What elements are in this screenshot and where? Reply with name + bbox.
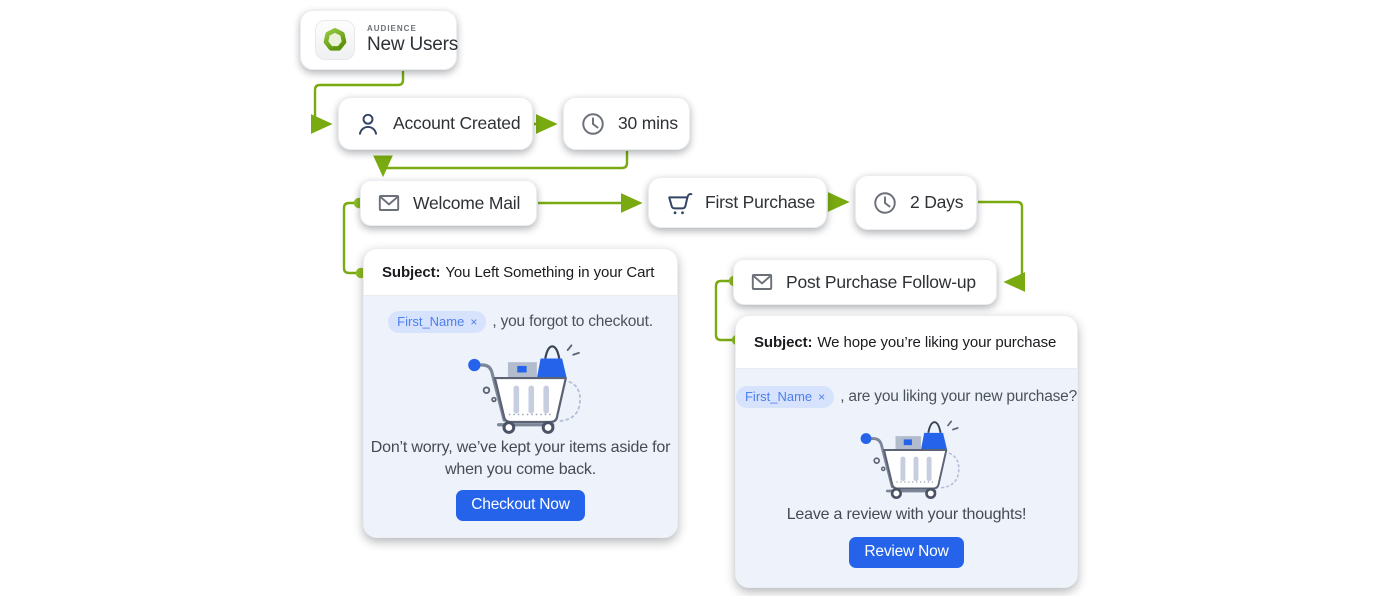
- merge-tag-chip[interactable]: First_Name ×: [736, 386, 835, 408]
- node-account-created[interactable]: Account Created: [338, 97, 533, 150]
- audience-type-label: AUDIENCE: [367, 24, 417, 34]
- email-body-text: Leave a review with your thoughts!: [786, 506, 1027, 523]
- node-first-purchase[interactable]: First Purchase: [648, 177, 827, 228]
- email-body: First_Name × , are you liking your new p…: [736, 369, 1077, 587]
- node-welcome-mail[interactable]: Welcome Mail: [360, 180, 537, 226]
- shopping-cart-illustration: [452, 337, 590, 435]
- node-label: 30 mins: [618, 113, 678, 133]
- greeting-text: , you forgot to checkout.: [492, 313, 653, 330]
- merge-tag-text: First_Name: [397, 314, 465, 329]
- audience-heptagon-icon: [315, 20, 355, 60]
- envelope-icon: [377, 191, 401, 215]
- envelope-icon: [750, 270, 774, 294]
- merge-tag-text: First_Name: [744, 389, 813, 404]
- greeting-text: , are you liking your new purchase?: [840, 388, 1078, 405]
- clock-icon: [580, 111, 606, 137]
- remove-tag-icon[interactable]: ×: [818, 389, 826, 404]
- subject-text: You Left Something in your Cart: [445, 263, 655, 281]
- node-wait-2-days[interactable]: 2 Days: [855, 175, 977, 230]
- audience-title: New Users: [367, 33, 459, 55]
- node-post-purchase-follow-up[interactable]: Post Purchase Follow-up: [733, 259, 997, 305]
- cart-icon: [665, 189, 693, 217]
- shopping-cart-illustration: [847, 414, 967, 500]
- merge-tag-chip[interactable]: First_Name ×: [388, 311, 487, 333]
- user-icon: [355, 111, 381, 137]
- email-body: First_Name × , you forgot to checkout.: [364, 296, 677, 537]
- email-subject-bar: Subject: We hope you’re liking your purc…: [736, 316, 1077, 369]
- node-audience-new-users[interactable]: AUDIENCE New Users: [300, 10, 459, 70]
- email-card-cart-abandon: Subject: You Left Something in your Cart…: [363, 248, 678, 538]
- email-body-text: Don’t worry, we’ve kept your items aside…: [370, 439, 671, 478]
- node-label: 2 Days: [910, 192, 964, 212]
- email-card-post-purchase: Subject: We hope you’re liking your purc…: [735, 315, 1078, 588]
- remove-tag-icon[interactable]: ×: [470, 314, 478, 329]
- node-label: Welcome Mail: [413, 192, 521, 213]
- edge-wait30-to-welcome: [373, 151, 629, 178]
- subject-label: Subject:: [754, 333, 813, 351]
- clock-icon: [872, 190, 898, 216]
- subject-label: Subject:: [382, 263, 441, 281]
- review-now-button[interactable]: Review Now: [849, 536, 964, 568]
- node-label: First Purchase: [705, 192, 816, 212]
- checkout-now-button[interactable]: Checkout Now: [456, 490, 585, 522]
- subject-text: We hope you’re liking your purchase: [817, 333, 1057, 351]
- node-label: Post Purchase Follow-up: [786, 271, 976, 292]
- node-wait-30-mins[interactable]: 30 mins: [563, 97, 690, 150]
- edge-welcome-to-cartmail: [342, 201, 360, 275]
- email-subject-bar: Subject: You Left Something in your Cart: [364, 249, 677, 296]
- node-label: Account Created: [393, 113, 521, 133]
